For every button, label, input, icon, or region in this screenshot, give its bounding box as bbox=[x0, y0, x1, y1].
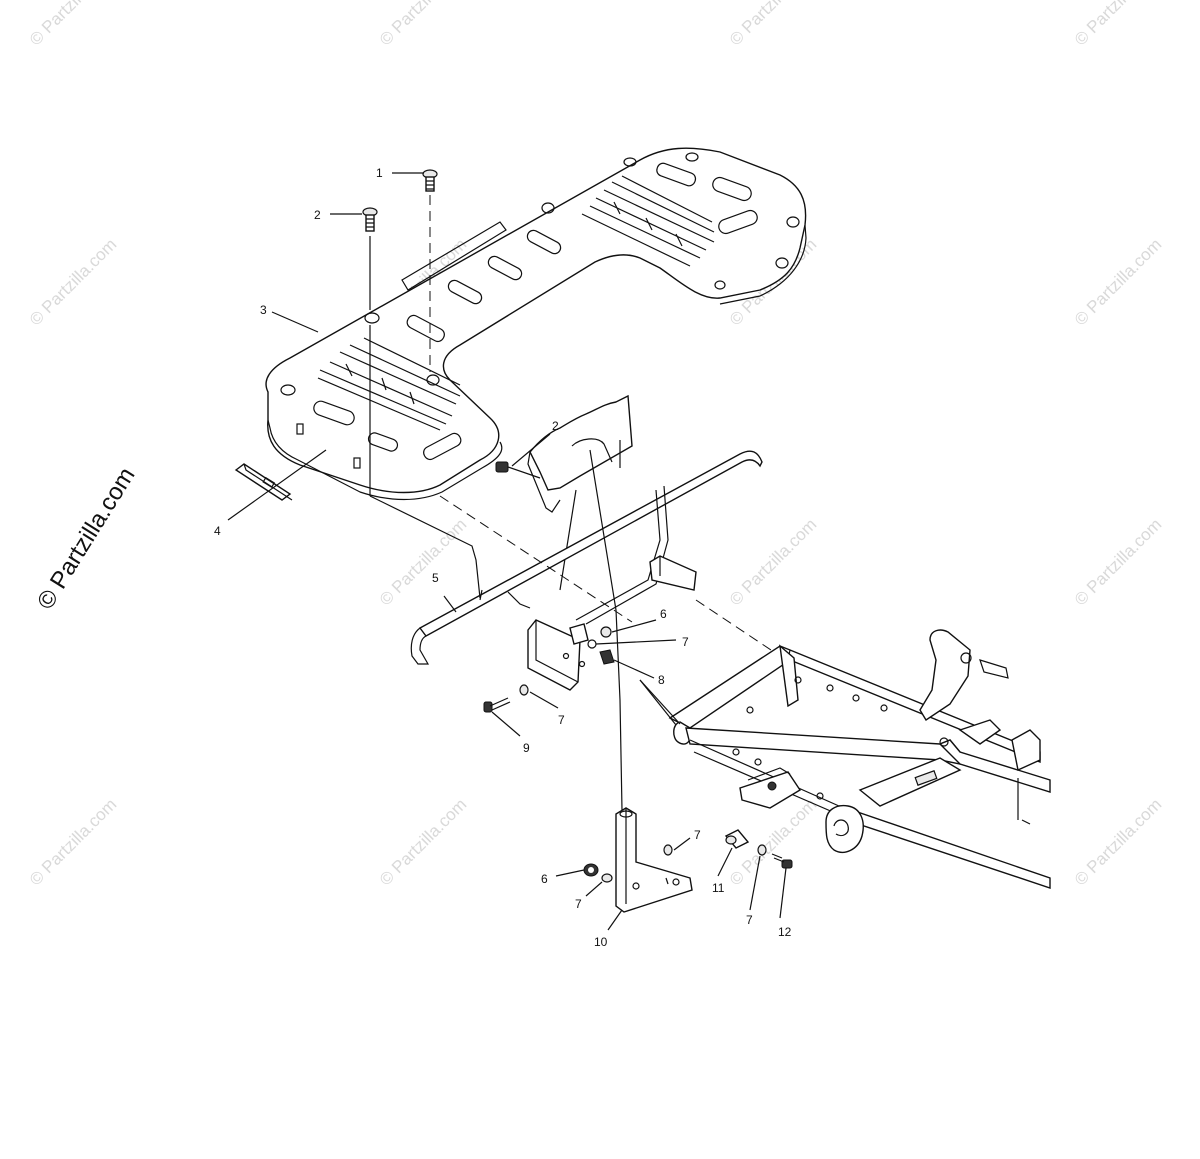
bolt-9 bbox=[483, 684, 529, 713]
washer-7 bbox=[601, 844, 767, 883]
callout-7: 7 bbox=[575, 897, 582, 911]
callout-9: 9 bbox=[523, 741, 530, 755]
callout-3: 3 bbox=[260, 303, 267, 317]
callout-12: 12 bbox=[778, 925, 792, 939]
bolt-1 bbox=[422, 169, 438, 372]
callout-1: 1 bbox=[376, 166, 383, 180]
callout-5: 5 bbox=[432, 571, 439, 585]
callout-10: 10 bbox=[594, 935, 608, 949]
callout-11: 11 bbox=[712, 881, 725, 895]
callout-2: 2 bbox=[314, 208, 321, 222]
rear-rack bbox=[265, 147, 807, 501]
clamp-bracket bbox=[527, 619, 615, 691]
callout-7: 7 bbox=[746, 913, 753, 927]
callout-6: 6 bbox=[541, 872, 548, 886]
callout-8: 8 bbox=[658, 673, 665, 687]
bolt-12 bbox=[771, 853, 793, 869]
vehicle-frame bbox=[668, 629, 1051, 889]
callout-4: 4 bbox=[214, 524, 221, 538]
hitch-plate bbox=[739, 767, 801, 809]
callout-6: 6 bbox=[660, 607, 667, 621]
callout-7: 7 bbox=[694, 828, 701, 842]
callout-2: 2 bbox=[552, 419, 559, 433]
hitch-bracket-10 bbox=[615, 807, 693, 913]
callout-7: 7 bbox=[558, 713, 565, 727]
callout-7: 7 bbox=[682, 635, 689, 649]
plate-4 bbox=[234, 463, 293, 501]
leader-lines bbox=[369, 449, 781, 811]
spacer-11 bbox=[724, 829, 750, 849]
bracket-2 bbox=[495, 394, 633, 591]
callout-leaders bbox=[227, 172, 787, 931]
bolt-2 bbox=[362, 207, 378, 496]
nut-6 bbox=[583, 863, 599, 877]
support-bracket bbox=[649, 555, 697, 591]
